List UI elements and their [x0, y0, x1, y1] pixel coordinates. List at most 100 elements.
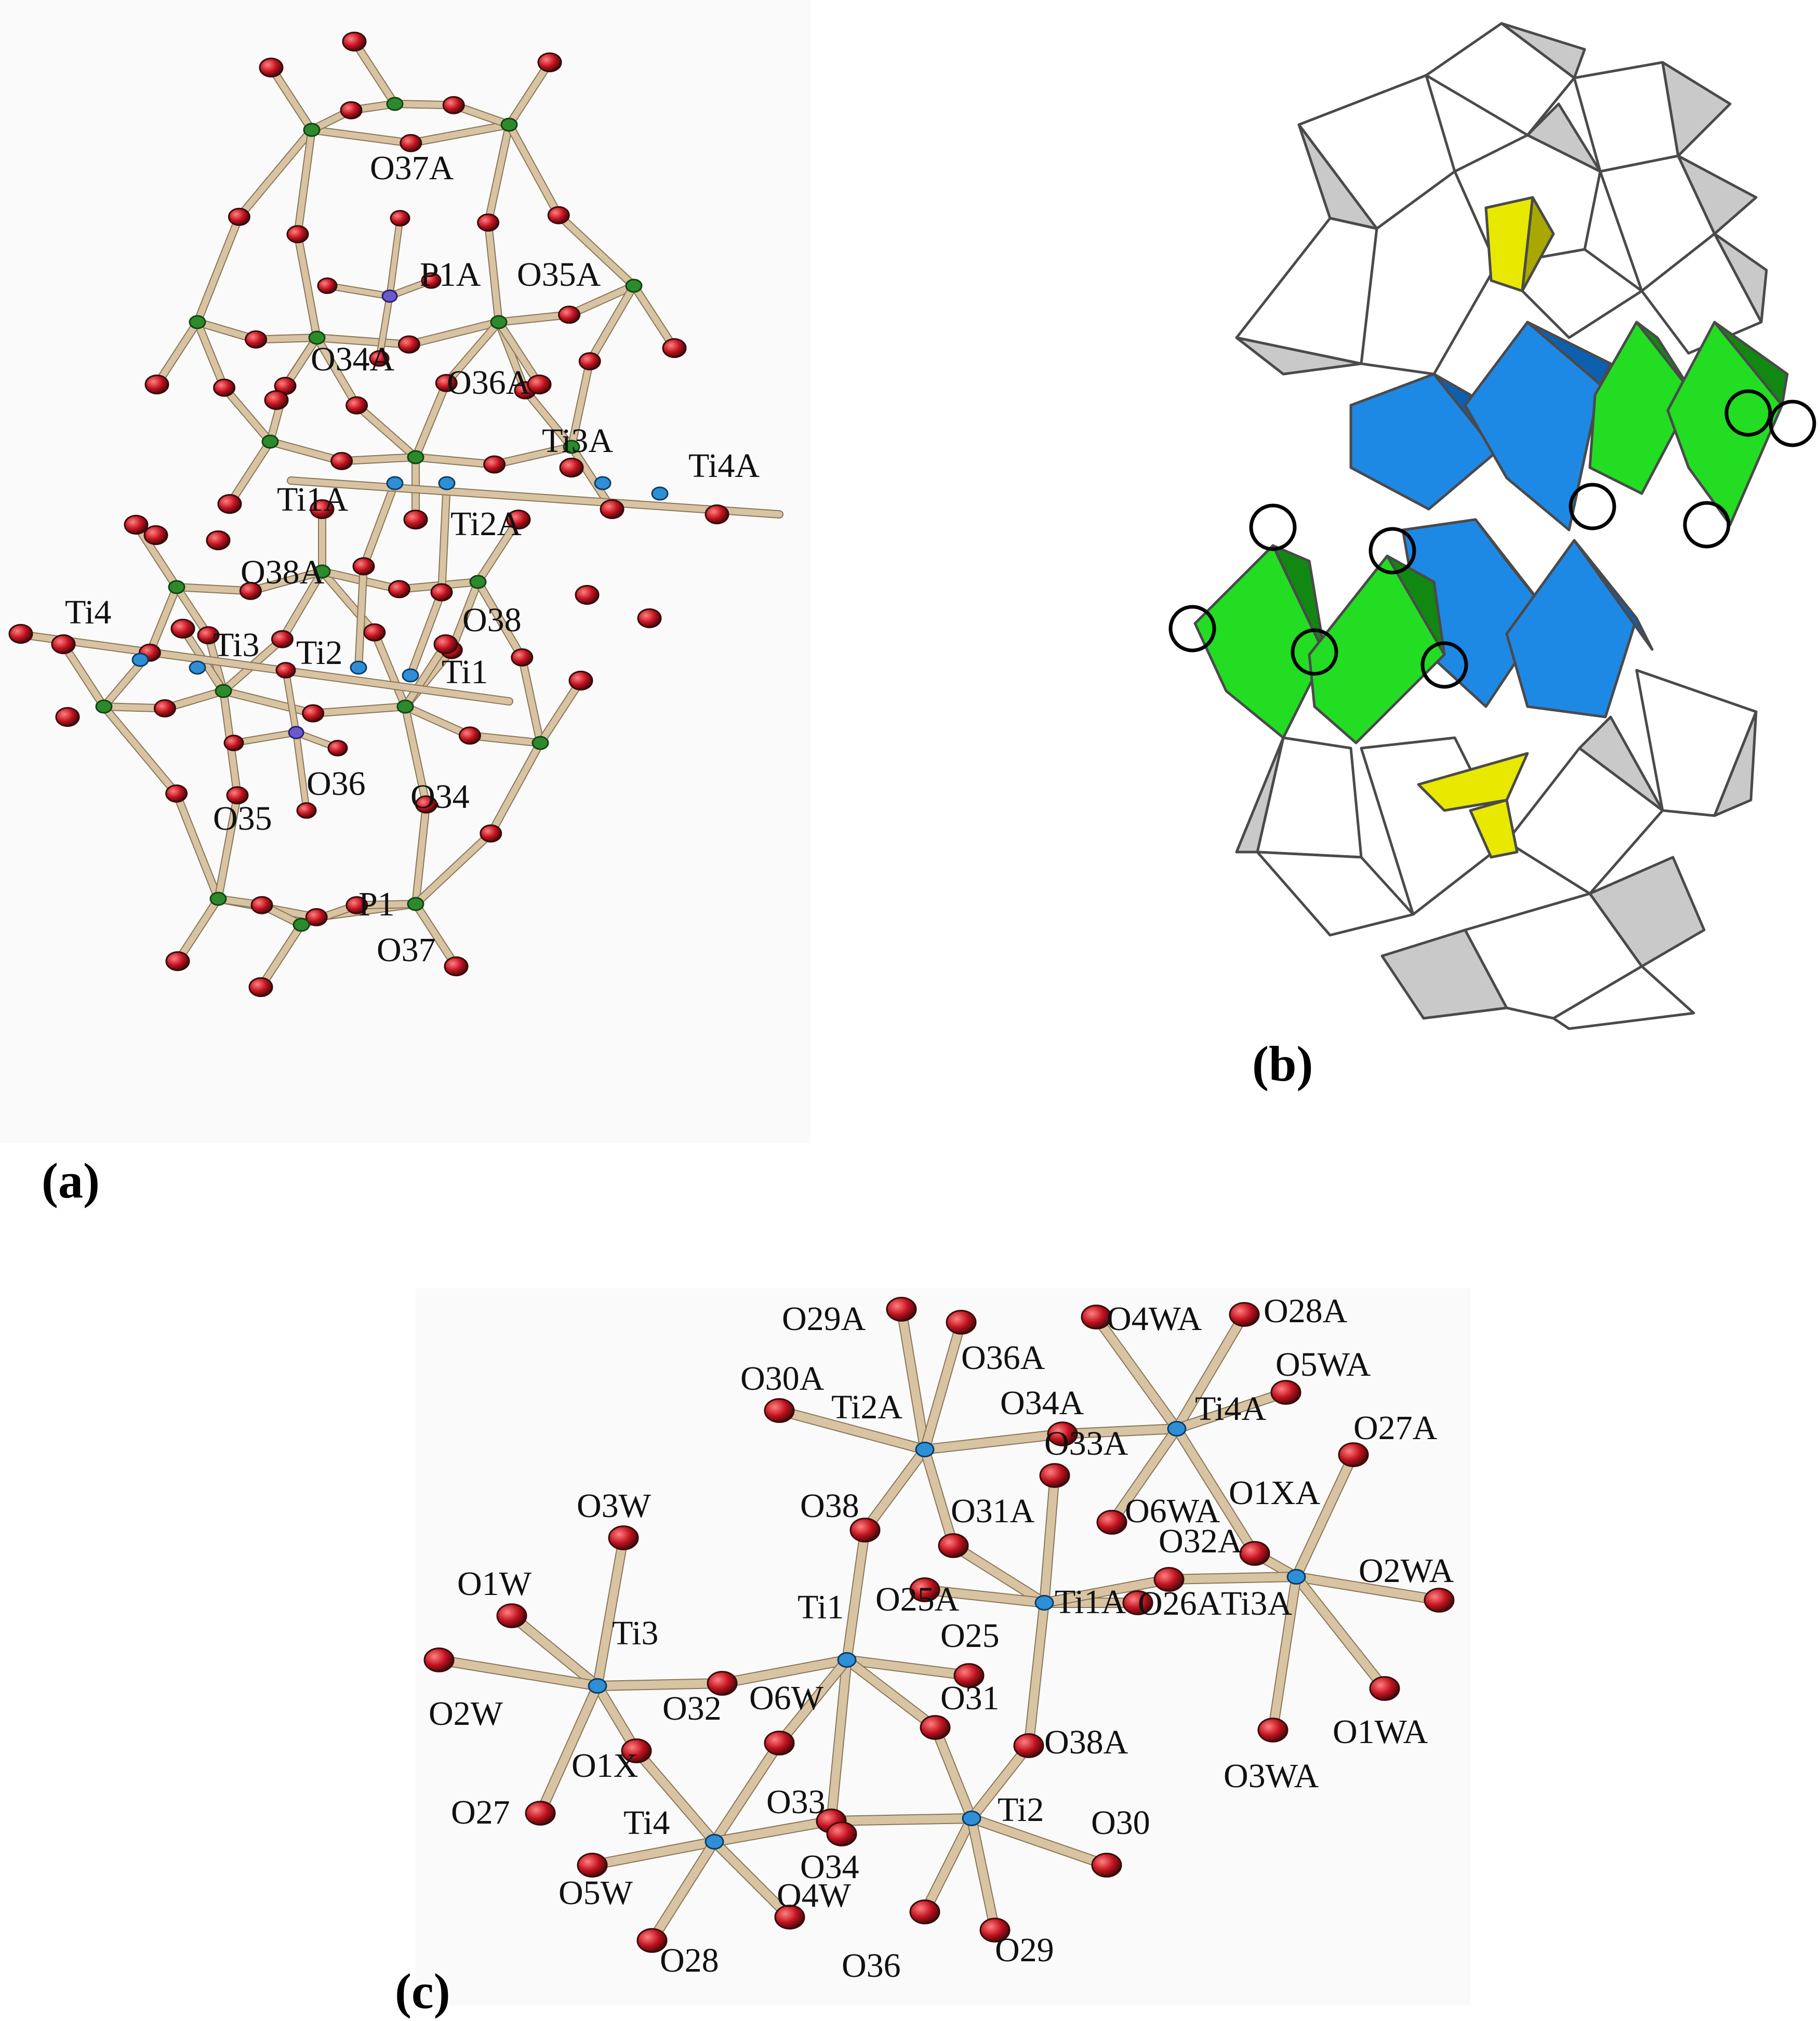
bond	[593, 1534, 628, 1690]
bond	[268, 64, 315, 133]
phosphorus-atom	[288, 726, 304, 739]
atom-label: O1WA	[1333, 1713, 1428, 1751]
oxygen-atom	[1081, 1305, 1112, 1329]
oxygen-atom	[636, 1928, 668, 1953]
marker-circle	[1683, 501, 1731, 549]
bond	[921, 1430, 1067, 1454]
bond	[897, 1305, 929, 1454]
bond	[467, 732, 543, 746]
bond	[1058, 1425, 1181, 1438]
bond	[258, 922, 304, 990]
oxygen-atom	[774, 1905, 805, 1930]
oxygen-atom	[480, 824, 502, 843]
bond	[566, 283, 637, 318]
bond	[407, 589, 445, 679]
oxygen-atom	[1424, 1588, 1455, 1613]
oxygen-atom	[264, 390, 289, 410]
oxygen-atom	[397, 335, 420, 354]
atom-label: P1	[358, 885, 395, 923]
oxygen-atom	[197, 626, 220, 645]
bond	[1292, 1451, 1358, 1581]
oxygen-atom	[423, 1647, 455, 1672]
oxygen-atom	[764, 1398, 795, 1423]
tungsten-atom	[563, 440, 580, 454]
oxygen-atom	[444, 956, 469, 977]
bond	[295, 127, 315, 237]
bond	[1292, 1573, 1389, 1693]
oxygen-atom	[433, 634, 458, 655]
oxygen-atom	[143, 525, 168, 546]
atom-label: O31A	[951, 1492, 1035, 1530]
panel-a-atoms	[8, 31, 729, 998]
bond	[931, 1723, 976, 1823]
atom-label: O2WA	[1359, 1552, 1454, 1590]
bond	[827, 1814, 976, 1825]
bond	[221, 384, 273, 445]
bond	[247, 568, 325, 594]
panel-b-marker-circles	[1168, 389, 1816, 689]
oxygen-atom	[1270, 1380, 1301, 1405]
bond	[175, 896, 221, 964]
oxygen-atom	[938, 1533, 969, 1558]
atom-label: O38A	[1044, 1723, 1128, 1761]
oxygen-atom	[271, 630, 294, 648]
tungsten-atom	[308, 330, 326, 345]
titanium-atom	[131, 653, 149, 667]
bond	[60, 641, 107, 710]
tungsten-atom	[396, 699, 414, 714]
atom-label: Ti1A	[277, 481, 348, 518]
atom-label: O37	[377, 931, 436, 969]
tungsten-atom	[407, 897, 424, 911]
atom-label: O1W	[457, 1565, 532, 1603]
tungsten-atom	[95, 699, 113, 714]
titanium-atom	[837, 1652, 857, 1668]
atom-label: O37A	[370, 149, 454, 187]
atom-label: Ti3A	[1221, 1585, 1292, 1623]
oxygen-atom	[286, 225, 309, 244]
bond	[288, 477, 782, 517]
bond	[402, 703, 473, 739]
marker-circle	[1249, 503, 1297, 551]
bond	[443, 319, 502, 387]
oxygen-atom	[558, 305, 581, 324]
panel-b-top-cluster	[1235, 22, 1768, 376]
bond	[387, 216, 403, 299]
oxygen-atom	[403, 509, 428, 530]
titanium-atom	[189, 660, 206, 675]
oxygen-atom	[1013, 1733, 1044, 1758]
panel-label-b: (b)	[1252, 1036, 1313, 1092]
bond	[537, 677, 584, 746]
tungsten-atom	[293, 918, 310, 932]
oxygen-atom	[223, 735, 244, 751]
marker-circle	[1291, 628, 1338, 676]
oxygen-atom	[415, 795, 437, 814]
oxygen-atom	[228, 207, 250, 226]
atom-label: Ti2A	[450, 505, 522, 543]
oxygen-atom	[637, 608, 662, 629]
tungsten-atom	[490, 315, 508, 329]
titanium-atom	[386, 476, 404, 490]
bond	[593, 1679, 726, 1690]
bond	[279, 568, 325, 643]
bond	[351, 38, 398, 107]
tungsten-atom	[386, 97, 404, 111]
oxygen-atom	[317, 277, 338, 294]
oxygen-atom	[621, 1738, 652, 1763]
atom-label: O5WA	[1276, 1346, 1371, 1384]
bond	[718, 1656, 851, 1687]
bond	[173, 790, 221, 902]
atom-label: O25A	[875, 1580, 960, 1618]
atom-label: O38	[462, 601, 522, 639]
oxygen-atom	[511, 648, 534, 667]
oxygen-atom	[826, 1821, 857, 1846]
oxygen-atom	[600, 499, 625, 520]
oxygen-atom	[559, 457, 584, 478]
panel-b-titanium-octahedra	[1349, 321, 1654, 719]
bond	[295, 231, 320, 341]
bond	[1173, 1388, 1290, 1433]
atom-label: O36A	[961, 1339, 1045, 1377]
oxygen-atom	[327, 740, 348, 756]
oxygen-atom	[275, 662, 296, 679]
bond	[413, 454, 498, 468]
